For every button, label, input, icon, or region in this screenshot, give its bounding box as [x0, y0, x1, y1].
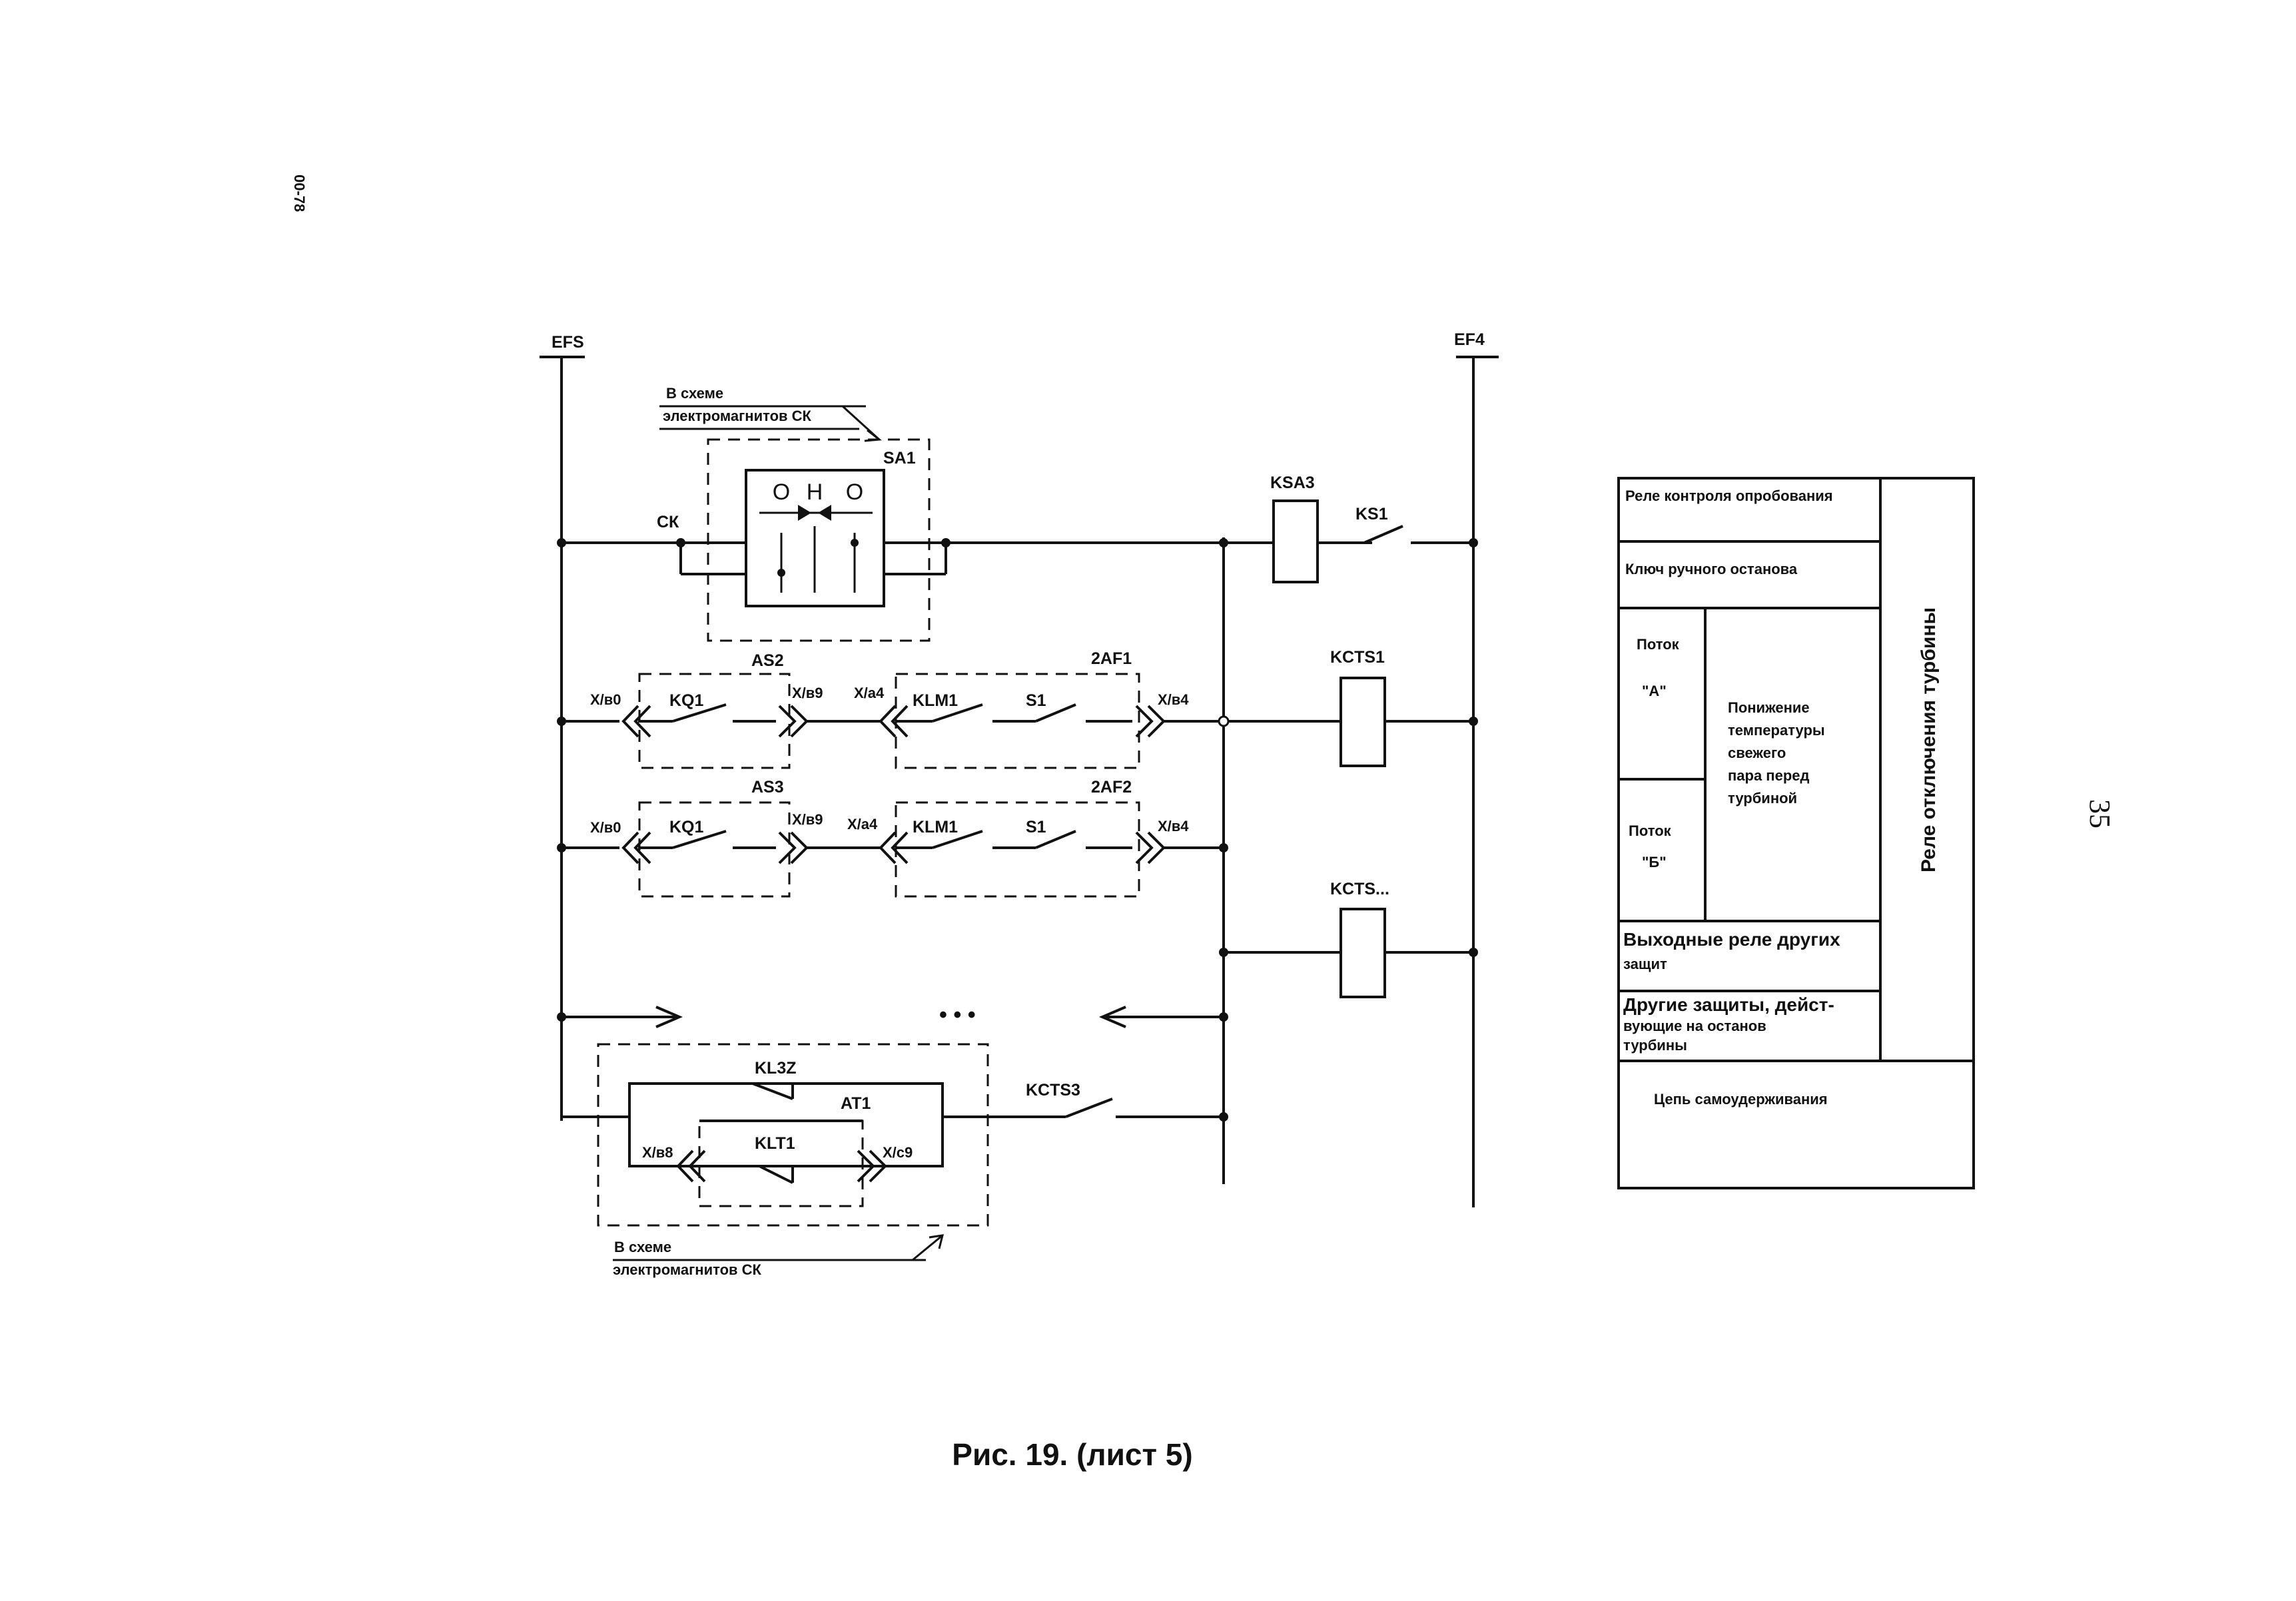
- at1-dashed-box: [597, 1043, 989, 1227]
- sa1-pos-2: Н: [807, 480, 823, 505]
- legend-desc-1: Понижение: [1728, 699, 1810, 716]
- kq1-contact-2: [672, 703, 727, 723]
- kq1-contact-3: [672, 830, 727, 849]
- ck-label: СК: [657, 513, 679, 531]
- legend-r4-2: защит: [1623, 956, 1667, 972]
- legend-r6: Цепь самоудерживания: [1654, 1091, 1828, 1108]
- x-out-3: X/в4: [1158, 818, 1189, 834]
- legend-r5-1: Другие защиты, дейст-: [1623, 994, 1834, 1015]
- as3-label: AS3: [751, 778, 784, 797]
- s1-contact-3: [1035, 830, 1076, 849]
- sa1-dashed-box: [707, 438, 931, 642]
- arrow-left: [1098, 1006, 1126, 1028]
- ks1-contact: [1363, 525, 1403, 544]
- legend-r3a-2: "А": [1642, 683, 1667, 699]
- at1-note-1: В схеме: [614, 1239, 671, 1255]
- s1-contact-2: [1035, 703, 1076, 723]
- klm1-contact-2: [932, 703, 983, 723]
- bus-right: EF4: [1454, 330, 1499, 1207]
- x-mid1-3: X/в9: [792, 811, 823, 828]
- sa1-pos-3: О: [846, 480, 863, 505]
- legend-desc-2: температуры: [1728, 722, 1825, 739]
- klm1-contact-3: [932, 830, 983, 849]
- as3-dashed-box: [638, 801, 791, 898]
- klt1-label: KLT1: [755, 1134, 795, 1153]
- legend-r3b-2: "Б": [1642, 854, 1667, 870]
- page-number: 35: [2084, 799, 2116, 828]
- x-in-3: X/в0: [590, 819, 621, 836]
- bus-left-label: EFS: [552, 333, 584, 352]
- at1-note-2: электромагнитов СК: [613, 1261, 762, 1278]
- klm1-label-2: KLM1: [913, 691, 958, 710]
- legend-r3b-1: Поток: [1629, 822, 1672, 839]
- at1-label: AT1: [841, 1094, 871, 1113]
- svg-text:Реле контроля опробования: Реле контроля опробования: [1625, 487, 1833, 504]
- bus-left: EFS: [540, 333, 585, 1121]
- svg-text:Ключ ручного останова: Ключ ручного останова: [1625, 561, 1798, 577]
- x-mid2-2: X/а4: [854, 685, 885, 701]
- row-more: • • •: [557, 1002, 1228, 1028]
- kl3z-contact: [752, 1082, 793, 1100]
- figure-caption: Рис. 19. (лист 5): [952, 1437, 1192, 1472]
- legend-desc-5: турбиной: [1728, 790, 1797, 806]
- kq1-label-2: KQ1: [669, 691, 704, 710]
- kcts-more-coil: [1339, 908, 1386, 998]
- legend-r4-1: Выходные реле других: [1623, 929, 1840, 950]
- x-mid1-2: X/в9: [792, 685, 823, 701]
- 2af2-label: 2AF2: [1091, 778, 1132, 797]
- bus-right-label: EF4: [1454, 330, 1485, 349]
- x-in-2: X/в0: [590, 691, 621, 708]
- x-right-5: X/с9: [883, 1144, 913, 1161]
- ksa3-coil: [1272, 499, 1319, 583]
- legend-desc-3: свежего: [1728, 745, 1786, 761]
- kcts-more-label: KCTS...: [1330, 880, 1389, 898]
- kcts1-coil: [1339, 677, 1386, 767]
- sa1-pos-1: О: [773, 480, 790, 505]
- arrow-right: [655, 1006, 683, 1028]
- as2-label: AS2: [751, 651, 784, 670]
- legend-desc-4: пара перед: [1728, 767, 1810, 784]
- legend-r5-2: вующие на останов: [1623, 1018, 1766, 1034]
- x-mid2-3: X/а4: [847, 816, 878, 832]
- kl3z-label: KL3Z: [755, 1059, 797, 1078]
- ellipsis: • • •: [939, 1002, 976, 1028]
- s1-label-2: S1: [1026, 691, 1046, 710]
- legend-r2: Ключ ручного останова: [1625, 561, 1798, 577]
- sa1-note-1: В схеме: [666, 385, 723, 402]
- legend-r1: Реле контроля опробования: [1625, 487, 1833, 504]
- row-as2: AS2 2AF1 X/в0 KQ1 X/в9 X/а4 KLM1 S1 X/в4…: [557, 648, 1478, 769]
- side-code: 00-78: [291, 174, 308, 212]
- legend-r5-3: турбины: [1623, 1037, 1687, 1054]
- row-as3: AS3 2AF2 X/в0 KQ1 X/в9 X/а4 KLM1 S1 X/в4…: [557, 778, 1478, 998]
- row-sa1: В схеме электромагнитов СК SA1 СК О Н О …: [557, 385, 1478, 642]
- legend-r3a-1: Поток: [1637, 636, 1680, 653]
- 2af2-dashed-box: [895, 801, 1140, 898]
- kcts1-label: KCTS1: [1330, 648, 1385, 667]
- ks1-label: KS1: [1355, 505, 1388, 523]
- sa1-ref: SA1: [883, 449, 916, 468]
- klm1-label-3: KLM1: [913, 818, 958, 836]
- kcts3-contact: [1065, 1098, 1113, 1118]
- kq1-label-3: KQ1: [669, 818, 704, 836]
- sa1-note-2: электромагнитов СК: [663, 408, 812, 424]
- kcts3-label: KCTS3: [1026, 1081, 1080, 1100]
- s1-label-3: S1: [1026, 818, 1046, 836]
- legend-table: Реле контроля опробования Ключ ручного о…: [1617, 477, 1975, 1189]
- klt1-contact: [759, 1165, 793, 1184]
- x-left-5: X/в8: [642, 1144, 673, 1161]
- x-out-2: X/в4: [1158, 691, 1189, 708]
- legend-side: Реле отключения турбины: [1918, 607, 1940, 872]
- ksa3-label: KSA3: [1270, 474, 1315, 492]
- 2af1-label: 2AF1: [1091, 649, 1132, 668]
- row-kl3z: KL3Z AT1 KLT1 X/в8 X/с9 KCTS3 В схеме эл…: [562, 1043, 1228, 1278]
